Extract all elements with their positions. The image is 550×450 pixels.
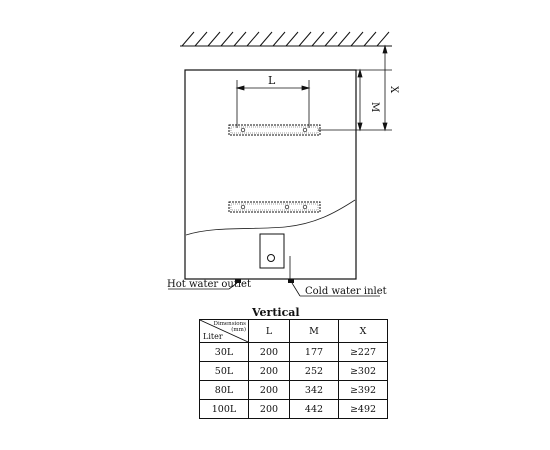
table-title: Vertical: [252, 306, 300, 319]
table-row: 80L 200 342 ≥392: [199, 380, 388, 400]
row-m: 342: [289, 380, 339, 400]
table-corner-cell: Dimensions (mm) Liter: [199, 319, 249, 343]
row-m: 442: [289, 399, 339, 419]
row-liter: 100L: [199, 399, 249, 419]
cold-water-inlet-label: Cold water inlet: [305, 286, 387, 297]
table-row: 50L 200 252 ≥302: [199, 361, 388, 381]
row-liter: 50L: [199, 361, 249, 381]
row-liter: 30L: [199, 342, 249, 362]
hot-outlet-leader: [168, 282, 238, 290]
wall-hatching: [180, 31, 392, 47]
row-l: 200: [248, 380, 290, 400]
dimension-m-x: [318, 44, 392, 132]
dim-m-label: M: [369, 102, 380, 112]
heater-body: [184, 69, 357, 280]
row-liter: 80L: [199, 380, 249, 400]
row-l: 200: [248, 342, 290, 362]
control-box: [259, 233, 285, 269]
dimension-l: [235, 80, 311, 128]
hot-water-pipe: [235, 279, 241, 283]
control-knob: [267, 254, 275, 262]
corner-liter-label: Liter: [203, 332, 223, 341]
table-row: 100L 200 442 ≥492: [199, 399, 388, 419]
column-header-m: M: [289, 319, 339, 343]
cold-inlet-leader: [291, 282, 380, 297]
corner-dimensions-label: Dimensions (mm): [213, 321, 246, 333]
mounting-bracket-upper: [228, 124, 321, 136]
row-x: ≥227: [338, 342, 388, 362]
corner-diagonal: [200, 320, 248, 342]
row-x: ≥302: [338, 361, 388, 381]
dim-l-label: L: [268, 74, 276, 87]
body-contour-line: [185, 199, 356, 236]
column-header-l: L: [248, 319, 290, 343]
column-header-x: X: [338, 319, 388, 343]
dim-x-label: X: [388, 86, 399, 94]
mounting-bracket-lower: [228, 201, 321, 213]
row-m: 177: [289, 342, 339, 362]
row-l: 200: [248, 399, 290, 419]
row-l: 200: [248, 361, 290, 381]
row-x: ≥392: [338, 380, 388, 400]
row-x: ≥492: [338, 399, 388, 419]
row-m: 252: [289, 361, 339, 381]
hot-water-outlet-label: Hot water outlet: [167, 279, 251, 290]
table-row: 30L 200 177 ≥227: [199, 342, 388, 362]
cold-water-pipe: [288, 279, 294, 283]
dimensions-table: Dimensions (mm) Liter L M X 30L 200 177 …: [199, 319, 388, 419]
table-header-row: Dimensions (mm) Liter L M X: [199, 319, 388, 343]
